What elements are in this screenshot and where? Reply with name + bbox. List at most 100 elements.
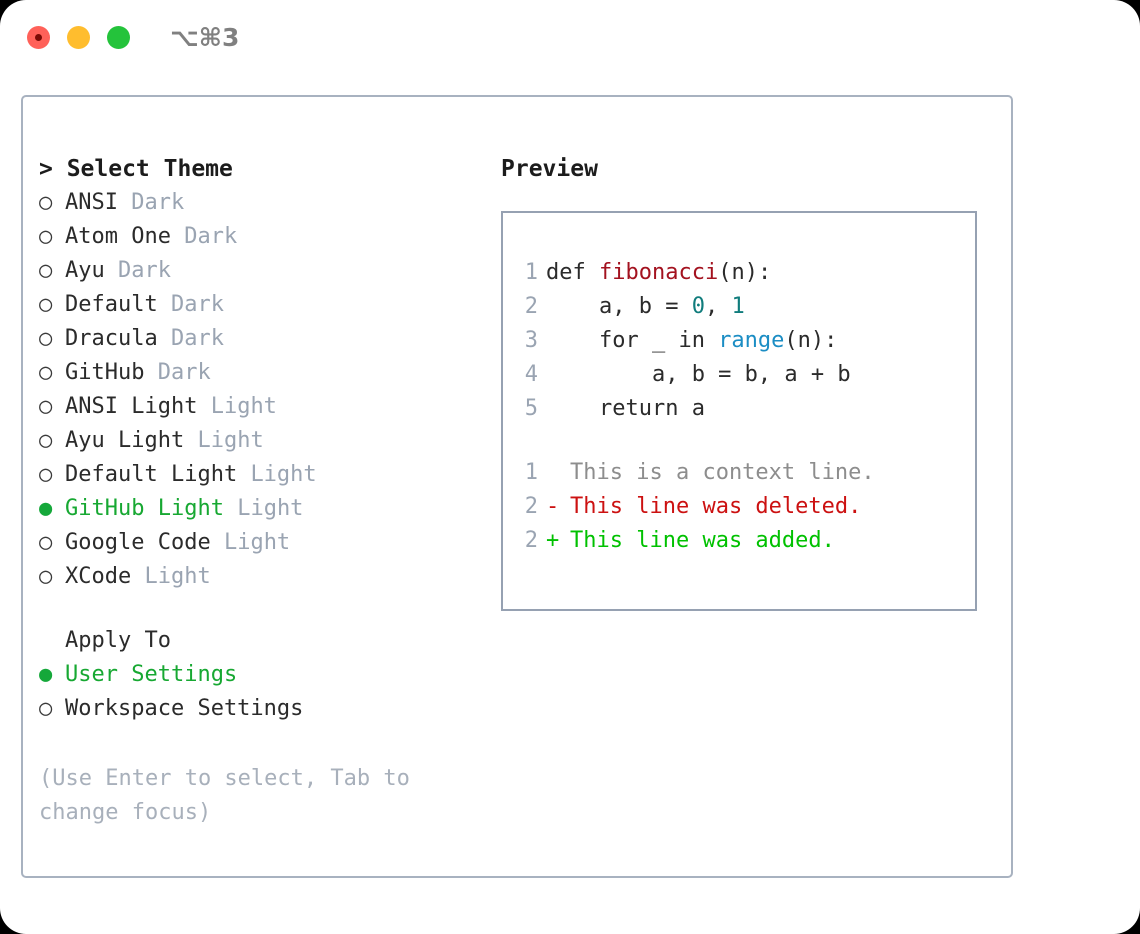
close-window-button[interactable]: [27, 26, 50, 49]
diff-text: This line was deleted.: [570, 494, 862, 519]
theme-variant-tag: Dark: [131, 190, 185, 215]
code-line-number: 3: [524, 328, 538, 353]
code-token: (n):: [784, 328, 838, 353]
diff-line: 2-This line was deleted.: [514, 490, 967, 524]
code-line-number: 4: [524, 362, 538, 387]
theme-variant-tag: Light: [250, 462, 317, 487]
diff-marker: [546, 456, 570, 490]
code-line-number: 5: [524, 396, 538, 421]
theme-name: GitHub Light: [65, 496, 224, 521]
code-token: a, b =: [546, 294, 692, 319]
radio-unselected-icon[interactable]: ○: [39, 360, 53, 385]
traffic-lights: [27, 26, 130, 49]
apply-to-heading: Apply To: [65, 628, 171, 653]
theme-list-item[interactable]: ○ GitHub Dark: [39, 356, 489, 390]
code-line-number: 2: [524, 294, 538, 319]
radio-selected-icon[interactable]: ●: [39, 496, 53, 521]
radio-unselected-icon[interactable]: ○: [39, 224, 53, 249]
main-panel: > Select Theme ○ANSI Dark○Atom One Dark○…: [21, 95, 1013, 878]
apply-to-list: ● User Settings ○ Workspace Settings: [39, 658, 489, 726]
theme-list-item[interactable]: ○ Ayu Light Light: [39, 424, 489, 458]
apply-to-item[interactable]: ● User Settings: [39, 658, 489, 692]
code-line: 4 a, b = b, a + b: [514, 358, 967, 392]
keyboard-shortcut-label: ⌥⌘3: [170, 23, 240, 52]
theme-list-item[interactable]: ○ ANSI Light Light: [39, 390, 489, 424]
theme-name: ANSI Light: [65, 394, 198, 419]
apply-to-label: User Settings: [65, 662, 238, 687]
code-token: a, b = b, a + b: [546, 362, 851, 387]
zoom-window-button[interactable]: [107, 26, 130, 49]
theme-list-item[interactable]: ○XCode Light: [39, 560, 489, 594]
theme-name: Atom One: [65, 224, 171, 249]
preview-heading: Preview: [501, 156, 598, 182]
apply-to-label: Workspace Settings: [65, 696, 304, 721]
theme-picker-column: > Select Theme ○ANSI Dark○Atom One Dark○…: [39, 152, 489, 830]
theme-name: Ayu Light: [65, 428, 185, 453]
radio-unselected-icon[interactable]: ○: [39, 696, 53, 721]
radio-unselected-icon[interactable]: ○: [39, 292, 53, 317]
theme-list: ○ ANSI Dark ○ Atom One Dark ○ Ayu Dark ○ Defaul…: [39, 186, 489, 594]
minimize-window-button[interactable]: [67, 26, 90, 49]
theme-variant-tag: Light: [223, 530, 291, 555]
theme-name: XCode: [65, 564, 132, 589]
code-line-number: 1: [524, 260, 538, 285]
theme-list-item[interactable]: ○ Default Light Light: [39, 458, 489, 492]
theme-variant-tag: Dark: [118, 258, 171, 283]
theme-list-item[interactable]: ○ ANSI Dark: [39, 186, 489, 220]
diff-line-number: 1: [524, 460, 538, 485]
theme-name: Default Light: [65, 462, 238, 487]
code-line: 2 a, b = 0, 1: [514, 290, 967, 324]
theme-variant-tag: Dark: [170, 292, 224, 317]
diff-marker: +: [546, 528, 560, 553]
theme-list-item[interactable]: ○ Atom One Dark: [39, 220, 489, 254]
preview-column: Preview 1 def fibonacci (n): 2 a, b = 0, 1 3…: [501, 152, 991, 611]
code-token: ,: [704, 294, 732, 319]
theme-name: GitHub: [65, 360, 145, 385]
theme-list-item[interactable]: ○ Ayu Dark: [39, 254, 489, 288]
diff-line: 1 This is a context line.: [514, 456, 967, 490]
code-token: fibonacci: [598, 260, 719, 285]
radio-unselected-icon[interactable]: ○: [39, 462, 53, 487]
title-bar: ⌥⌘3: [0, 0, 1140, 78]
apply-to-item[interactable]: ○ Workspace Settings: [39, 692, 489, 726]
diff-marker: -: [546, 494, 560, 519]
radio-unselected-icon[interactable]: ○: [39, 530, 53, 555]
theme-variant-tag: Light: [210, 394, 277, 419]
diff-text: This line was added.: [570, 528, 835, 553]
code-sample: 1 def fibonacci (n): 2 a, b = 0, 1 3 for _ i…: [514, 256, 967, 426]
diff-line-number: 2: [524, 494, 538, 519]
radio-unselected-icon[interactable]: ○: [39, 564, 53, 589]
code-token: range: [718, 328, 785, 353]
code-token: def: [546, 260, 599, 285]
theme-list-item[interactable]: ○ Google Code Light: [39, 526, 489, 560]
code-token: for _ in: [546, 328, 719, 353]
theme-name: Dracula: [65, 326, 158, 351]
radio-unselected-icon[interactable]: ○: [39, 258, 53, 283]
theme-list-item[interactable]: ○Dracula Dark: [39, 322, 489, 356]
code-token: 0: [691, 294, 705, 319]
preview-box: 1 def fibonacci (n): 2 a, b = 0, 1 3 for _ i…: [501, 211, 977, 611]
theme-name: Default: [65, 292, 158, 317]
theme-variant-tag: Light: [197, 428, 264, 453]
radio-unselected-icon[interactable]: ○: [39, 428, 53, 453]
diff-line: 2+This line was added.: [514, 524, 967, 558]
code-line: 5 return a: [514, 392, 967, 426]
radio-selected-icon[interactable]: ●: [39, 662, 53, 687]
theme-variant-tag: Dark: [184, 224, 238, 249]
radio-unselected-icon[interactable]: ○: [39, 190, 53, 215]
theme-variant-tag: Light: [237, 496, 304, 521]
theme-name: ANSI: [65, 190, 118, 215]
diff-sample: 1 This is a context line.2-This line was…: [514, 456, 967, 558]
theme-name: Ayu: [65, 258, 105, 283]
code-token: 1: [731, 294, 745, 319]
diff-text: This is a context line.: [570, 460, 875, 485]
theme-name: Google Code: [65, 530, 211, 555]
theme-list-item[interactable]: ○ Default Dark: [39, 288, 489, 322]
keyboard-hint-text: (Use Enter to select, Tab to change focu…: [39, 766, 424, 825]
radio-unselected-icon[interactable]: ○: [39, 326, 53, 351]
theme-variant-tag: Dark: [157, 360, 211, 385]
radio-unselected-icon[interactable]: ○: [39, 394, 53, 419]
theme-list-item[interactable]: ● GitHub Light Light: [39, 492, 489, 526]
